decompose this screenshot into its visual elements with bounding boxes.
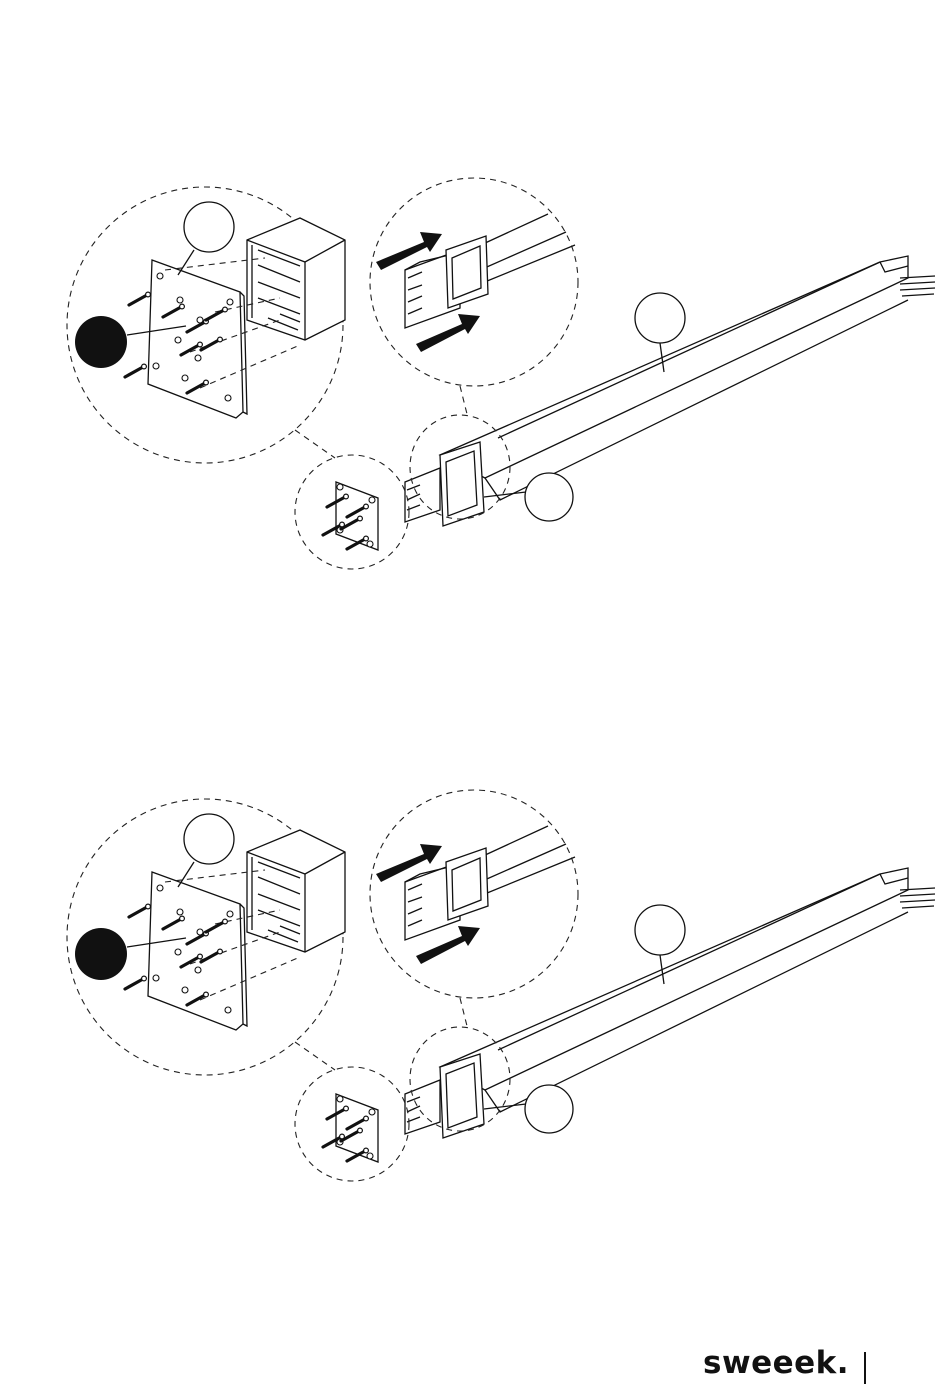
brand-wordmark: sweeek. <box>703 1348 849 1379</box>
step-upper <box>67 178 935 569</box>
brand-divider <box>864 1352 866 1384</box>
step-lower <box>67 790 935 1181</box>
